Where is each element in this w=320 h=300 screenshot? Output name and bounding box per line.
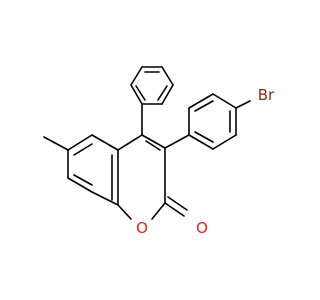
bond xyxy=(141,134,166,149)
bond xyxy=(194,100,214,112)
bond xyxy=(167,196,188,211)
bond xyxy=(164,134,190,149)
bond xyxy=(188,134,214,150)
bromine-label: Br xyxy=(258,86,275,104)
bond xyxy=(91,134,119,151)
bond xyxy=(117,134,143,151)
structure-diagram: Br O O xyxy=(43,66,275,237)
bond xyxy=(161,66,174,86)
bond xyxy=(194,131,214,143)
bond xyxy=(164,202,185,217)
bond xyxy=(145,140,161,151)
bond xyxy=(73,174,93,186)
bond xyxy=(135,85,146,101)
ring-oxygen-label: O xyxy=(136,219,148,237)
bond xyxy=(117,204,132,220)
bond xyxy=(212,134,237,150)
bond xyxy=(91,191,119,206)
bond xyxy=(73,143,93,156)
bonds xyxy=(43,66,251,220)
bond xyxy=(235,100,251,109)
bond xyxy=(130,84,143,105)
bond xyxy=(157,85,168,101)
atom-labels: Br O O xyxy=(136,86,275,237)
bond xyxy=(188,93,214,109)
bond xyxy=(130,66,143,86)
bond xyxy=(212,93,237,109)
bond xyxy=(43,136,69,151)
bond xyxy=(67,134,93,151)
carbonyl-oxygen-label: O xyxy=(196,219,208,237)
bond xyxy=(151,202,166,220)
molecule-drawing: Br O O xyxy=(43,66,275,237)
bond xyxy=(67,177,93,193)
bond xyxy=(161,84,174,105)
